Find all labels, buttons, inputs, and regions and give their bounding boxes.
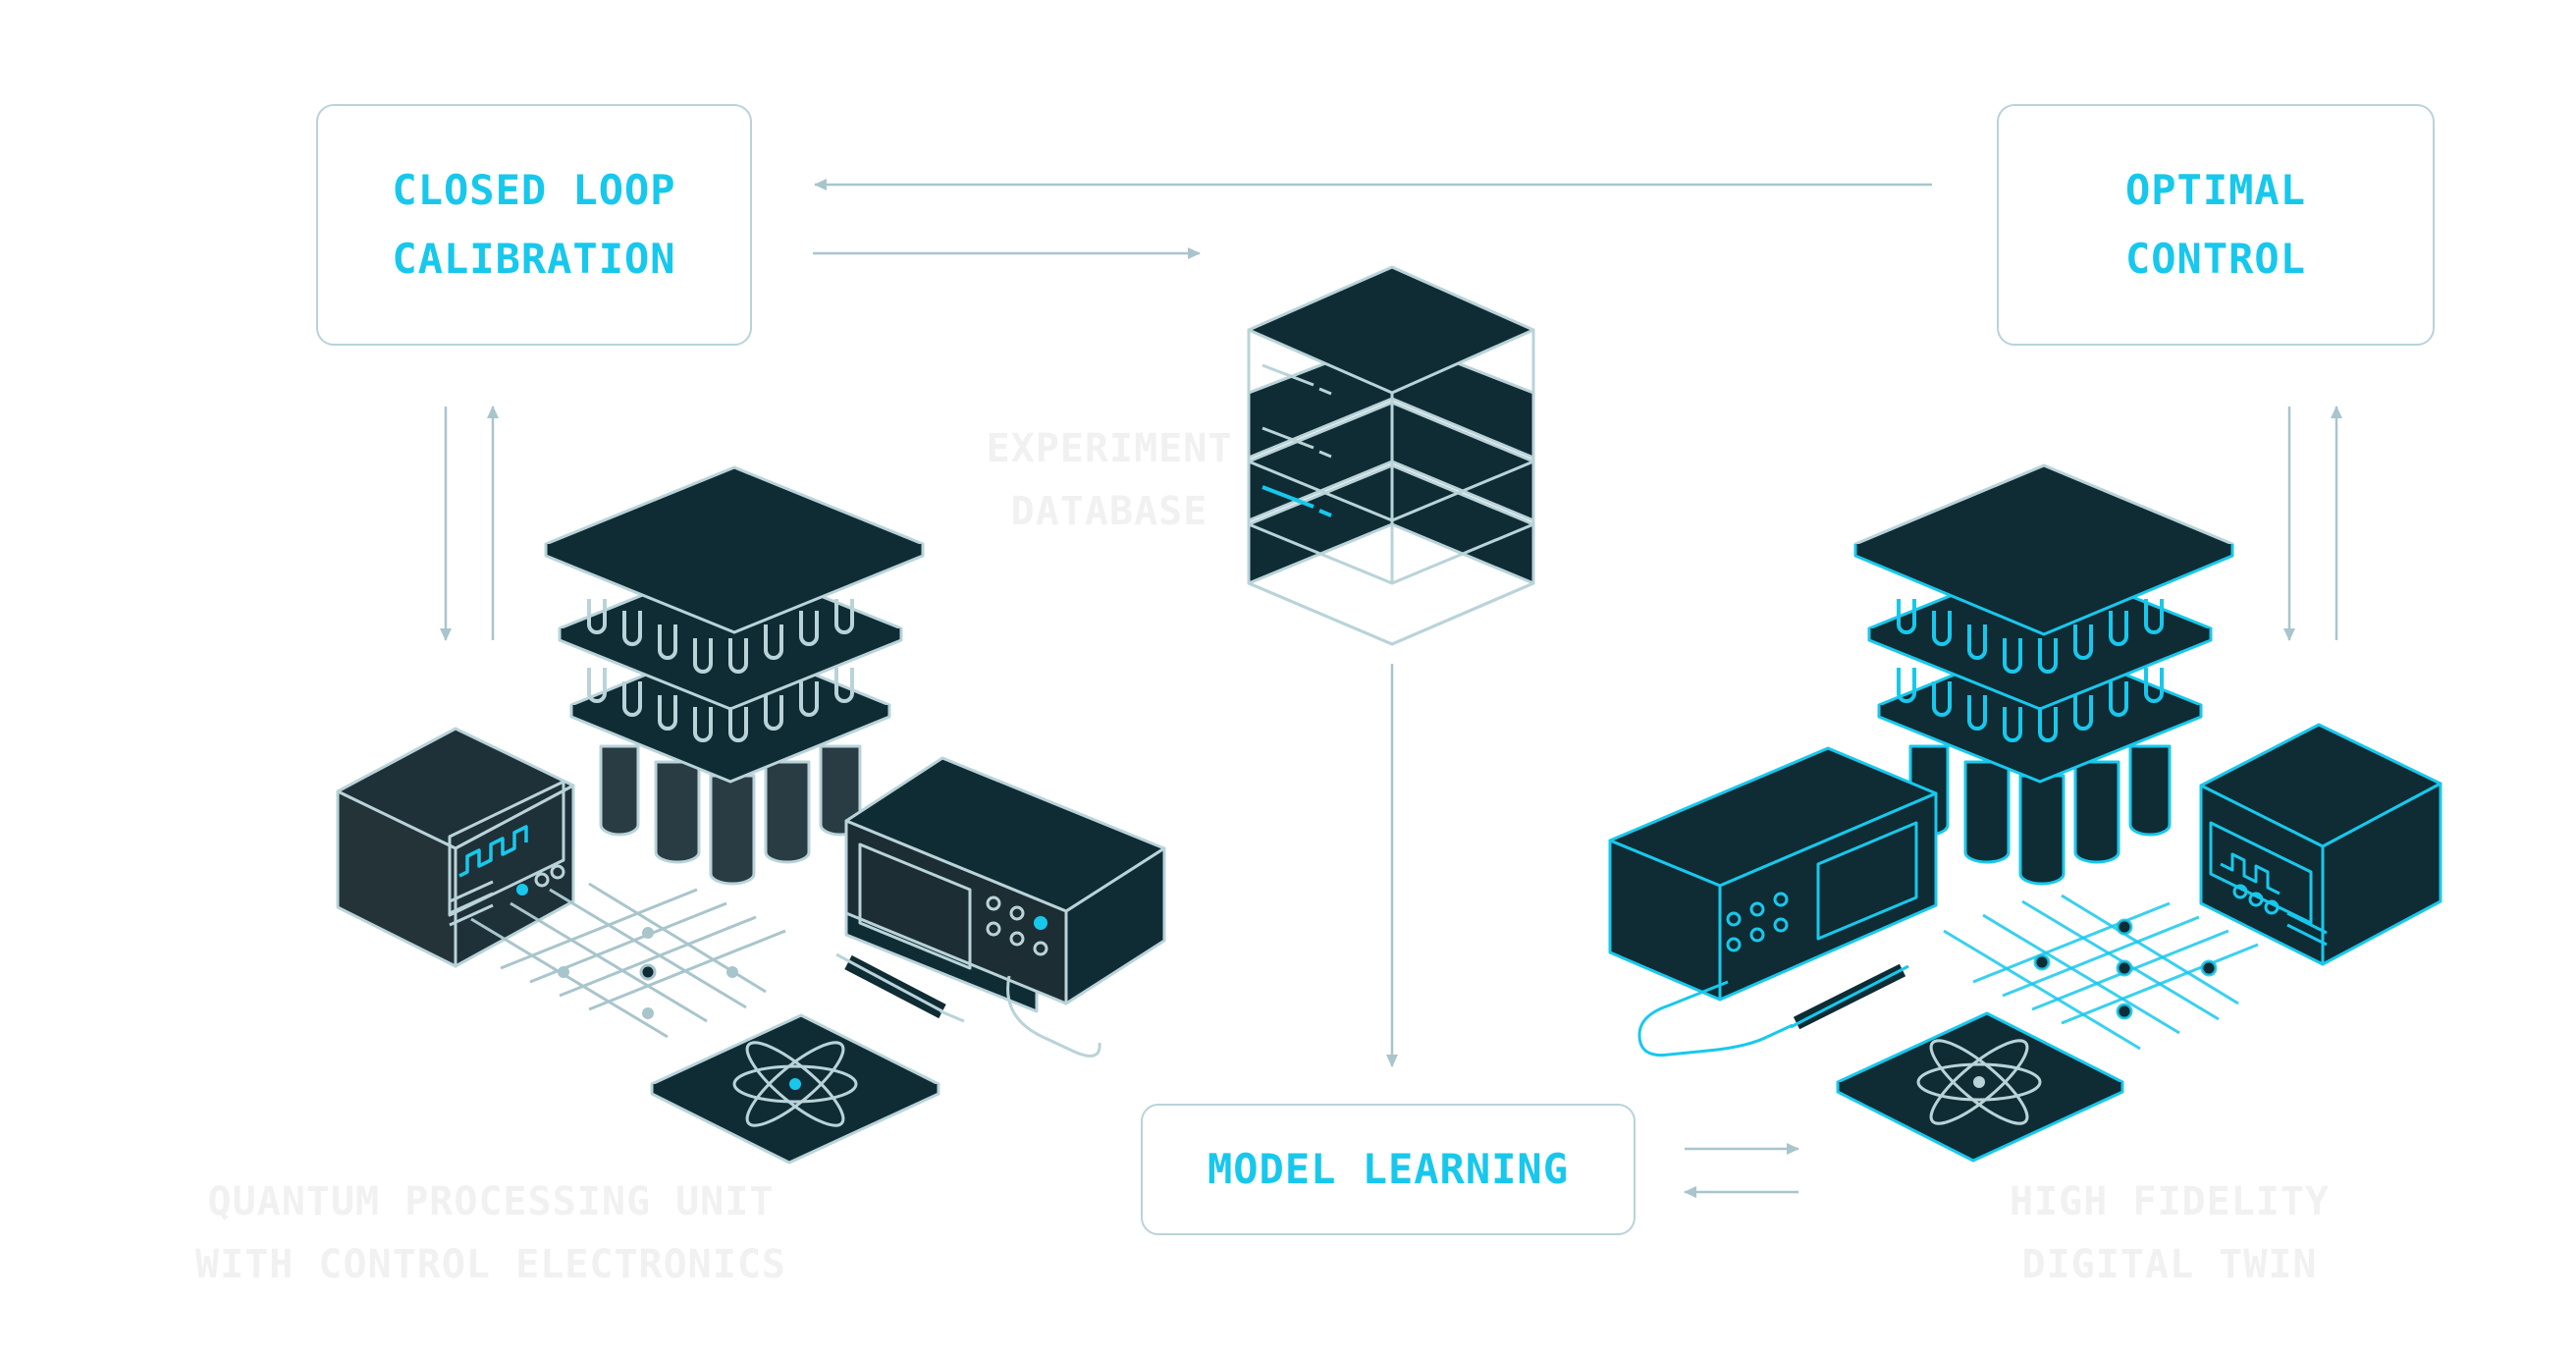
model-learning-label: MODEL LEARNING (1207, 1145, 1569, 1193)
qpu-label: QUANTUM PROCESSING UNIT WITH CONTROL ELE… (177, 1170, 805, 1296)
experiment-database-label: EXPERIMENT DATABASE (962, 417, 1257, 543)
right-fridge-icon (1853, 463, 2234, 886)
qpu-line2: WITH CONTROL ELECTRONICS (195, 1242, 786, 1287)
left-probe-cable-icon (835, 952, 1101, 1058)
optimal-control-label-line1: OPTIMAL (2124, 166, 2306, 214)
left-signal-generator-icon (844, 756, 1166, 1013)
right-probe-cable-icon (1637, 963, 1909, 1058)
left-quantum-chip-icon (650, 1013, 940, 1165)
optimal-control-box: OPTIMAL CONTROL (1997, 104, 2435, 346)
closed-loop-label-line2: CALIBRATION (392, 235, 676, 283)
left-fridge-icon (544, 465, 925, 886)
experiment-database-line1: EXPERIMENT (986, 426, 1233, 471)
digital-twin-line1: HIGH FIDELITY (2009, 1179, 2331, 1224)
left-oscilloscope-icon (336, 727, 575, 968)
database-stack-icon (1247, 265, 1535, 646)
model-learning-box: MODEL LEARNING (1141, 1104, 1636, 1235)
experiment-database-line2: DATABASE (1010, 489, 1208, 534)
qpu-line1: QUANTUM PROCESSING UNIT (207, 1179, 775, 1224)
right-oscilloscope-icon (2199, 723, 2442, 966)
left-qubit-grid-icon (470, 882, 786, 1039)
right-signal-generator-icon (1608, 746, 1938, 1002)
right-quantum-chip-icon (1836, 1011, 2124, 1163)
closed-loop-calibration-box: CLOSED LOOP CALIBRATION (316, 104, 752, 346)
right-qubit-grid-icon (1943, 894, 2259, 1051)
arrows (440, 179, 2342, 1198)
optimal-control-label-line2: CONTROL (2124, 235, 2306, 283)
digital-twin-line2: DIGITAL TWIN (2021, 1242, 2318, 1287)
closed-loop-label-line1: CLOSED LOOP (392, 166, 676, 214)
digital-twin-label: HIGH FIDELITY DIGITAL TWIN (1924, 1170, 2415, 1296)
